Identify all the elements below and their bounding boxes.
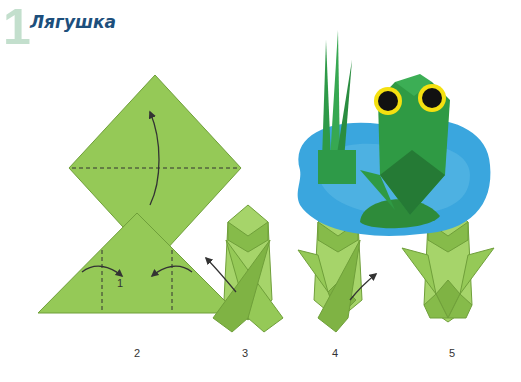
step-number: 3 (242, 348, 248, 359)
step-2-triangle (38, 213, 237, 313)
step-number: 5 (449, 348, 455, 359)
title: Лягушка (30, 14, 116, 31)
step-3-fold (206, 205, 283, 332)
step-number: 2 (134, 348, 140, 359)
step-number: 4 (332, 348, 338, 359)
step-number: 1 (117, 278, 123, 289)
frog-picture (298, 30, 491, 236)
page-number: 1 (3, 2, 31, 52)
